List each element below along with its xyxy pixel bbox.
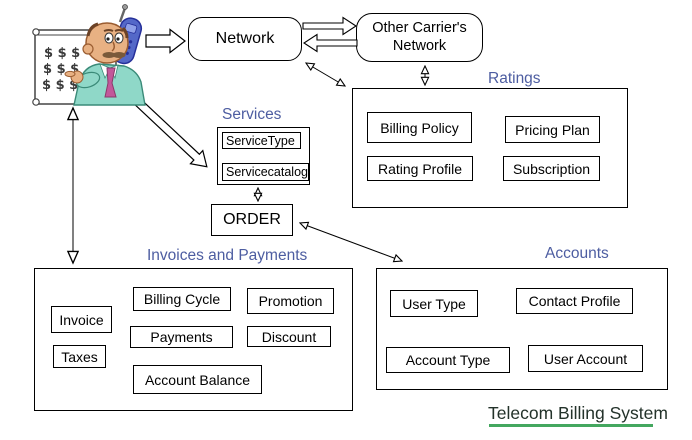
phone-antenna — [118, 7, 127, 23]
item-user-account: User Account — [528, 345, 643, 372]
item-promotion: Promotion — [247, 288, 334, 314]
item-billing-cycle: Billing Cycle — [133, 287, 231, 311]
node-order: ORDER — [211, 204, 293, 236]
bill-dollar-line-1: $ $ $ — [44, 46, 80, 61]
person-body — [73, 63, 146, 106]
section-title-accounts: Accounts — [545, 245, 609, 262]
item-discount: Discount — [247, 326, 331, 347]
section-accounts — [376, 268, 668, 390]
bill-dollar-line-3: $ $ $ — [42, 78, 78, 93]
arrow-other-carrier-to-network — [302, 33, 358, 53]
arrow-person-services — [122, 87, 208, 168]
item-taxes: Taxes — [53, 345, 106, 368]
node-other-carriers-network: Other Carrier's Network — [356, 13, 483, 62]
arrow-network-to-other-carrier — [302, 16, 358, 36]
person-mustache — [102, 52, 116, 58]
arrow-network-ratings — [306, 63, 345, 86]
item-rating-profile: Rating Profile — [367, 156, 473, 181]
item-user-type: User Type — [390, 290, 478, 317]
item-subscription: Subscription — [503, 156, 600, 181]
section-title-services: Services — [222, 106, 282, 123]
bill-dollar-line-2: $ $ $ — [43, 62, 79, 77]
section-services — [217, 127, 310, 185]
bill-scroll: $ $ $ $ $ $ $ $ $ — [32, 28, 117, 106]
section-ratings — [352, 88, 628, 208]
billing-person-illustration: $ $ $ $ $ $ $ $ $ — [32, 4, 146, 106]
item-contact-profile: Contact Profile — [516, 288, 633, 314]
mobile-phone-icon — [112, 17, 143, 65]
item-servicetype: ServiceType — [222, 132, 301, 149]
item-invoice: Invoice — [51, 306, 112, 333]
item-servicecatalog: Servicecatalog — [222, 163, 309, 181]
item-billing-policy: Billing Policy — [367, 112, 472, 143]
item-account-type: Account Type — [386, 347, 510, 373]
arrow-person-to-network — [145, 28, 186, 54]
item-account-balance: Account Balance — [133, 365, 262, 394]
arrow-order-accounts — [300, 223, 402, 261]
person-hand — [70, 70, 84, 84]
node-network: Network — [188, 17, 302, 61]
item-pricing-plan: Pricing Plan — [505, 116, 600, 143]
item-payments: Payments — [130, 326, 233, 348]
diagram-title-underline — [489, 424, 653, 427]
section-invoices-and-payments — [34, 268, 353, 411]
person-head — [82, 22, 129, 64]
section-title-ratings: Ratings — [488, 70, 541, 87]
section-title-invoices-and-payments: Invoices and Payments — [147, 247, 308, 264]
person-tie — [104, 67, 117, 98]
diagram-title: Telecom Billing System — [488, 403, 668, 423]
